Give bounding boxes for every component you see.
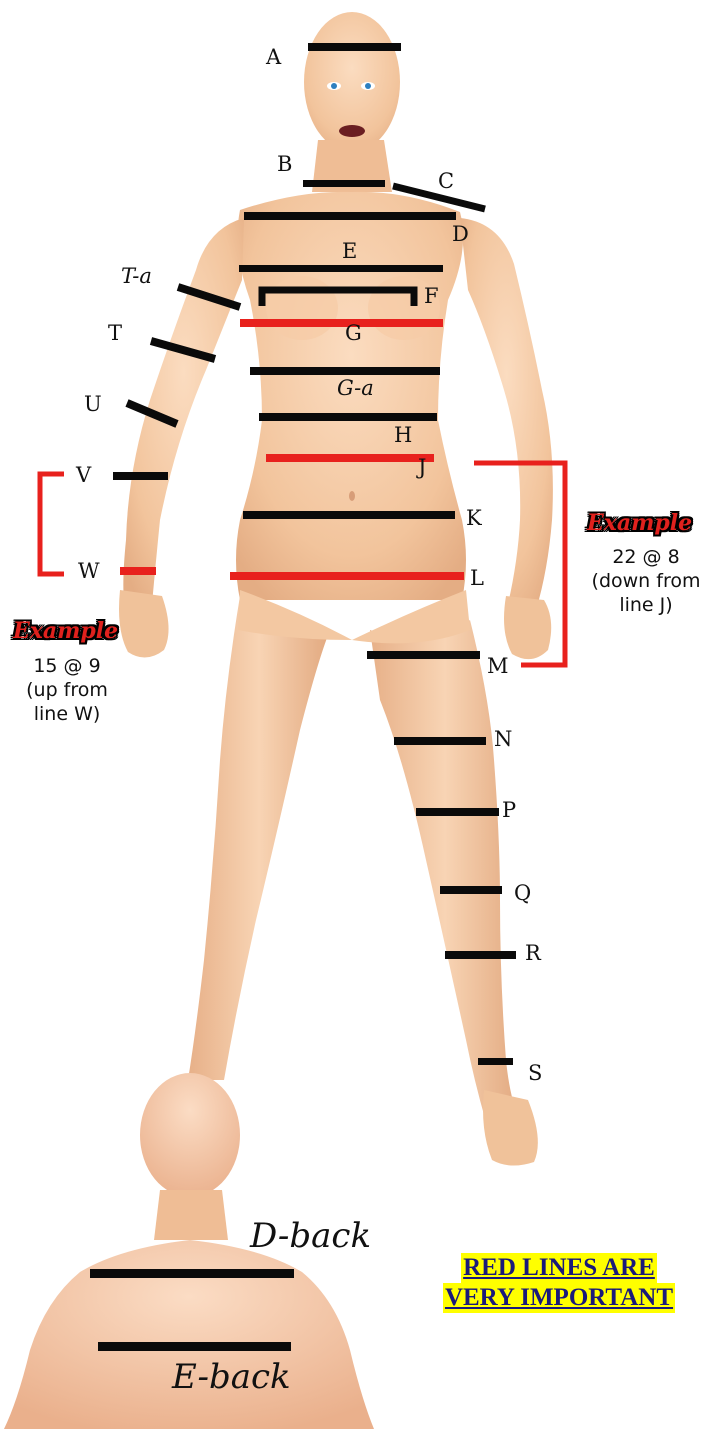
label-m: M [487,656,509,677]
example-left-line1: 15 @ 9 [4,654,130,678]
red-lines-notice: RED LINES ARE VERY IMPORTANT [410,1253,708,1313]
label-e: E [342,241,357,262]
label-a: A [266,47,281,68]
line-b [303,180,385,187]
example-right-badge: Example [587,510,692,536]
label-p: P [502,800,516,821]
line-eback [98,1342,291,1351]
label-v: V [76,465,91,486]
line-g [240,319,443,327]
example-left-line2: (up from [4,678,130,702]
left-leg [188,596,330,1080]
mouth [339,125,365,137]
example-right-line1: 22 @ 8 [582,545,710,569]
label-ga: G-a [337,378,374,399]
label-ta: T-a [121,266,152,287]
notice-line2: VERY IMPORTANT [443,1283,675,1313]
label-h: H [394,425,412,446]
label-l: L [470,568,484,589]
label-b: B [277,154,292,175]
right-foot [483,1090,538,1166]
line-v [113,472,168,480]
label-j: J [418,457,426,478]
line-n [394,737,486,745]
line-a [308,43,401,51]
left-example-bracket [40,474,64,574]
line-r [445,951,516,959]
label-d: D [452,224,469,245]
notice-line1: RED LINES ARE [461,1253,657,1283]
line-k [243,511,455,519]
line-q [440,886,502,894]
label-eback: E-back [172,1357,291,1397]
right-hand [504,596,551,659]
line-dback [90,1269,294,1278]
right-leg [370,620,520,1122]
line-w [120,567,156,575]
back-head [140,1073,240,1197]
label-w: W [78,561,100,582]
label-s: S [528,1063,542,1084]
example-left-line3: line W) [4,702,130,726]
example-right-line3: line J) [582,593,710,617]
line-j [266,454,434,462]
line-l [230,572,464,580]
label-g: G [345,323,362,344]
label-c: C [438,171,454,192]
label-dback: D-back [250,1216,371,1256]
line-p [416,808,499,816]
line-s [478,1058,513,1065]
line-h [259,413,437,421]
label-t: T [108,323,122,344]
back-torso [4,1240,374,1429]
example-left-badge: Example [13,618,118,644]
label-r: R [525,943,541,964]
line-m [367,651,480,659]
label-n: N [494,729,512,750]
label-u: U [84,394,102,415]
label-k: K [466,508,482,529]
example-right-text: 22 @ 8 (down from line J) [582,545,710,617]
left-hand [119,590,169,658]
label-f: F [424,286,439,307]
label-q: Q [514,883,531,904]
example-left-text: 15 @ 9 (up from line W) [4,654,130,726]
line-d [244,212,456,220]
line-e [239,265,443,272]
line-ga [250,367,440,375]
right-arm [460,218,553,610]
example-right-line2: (down from [582,569,710,593]
